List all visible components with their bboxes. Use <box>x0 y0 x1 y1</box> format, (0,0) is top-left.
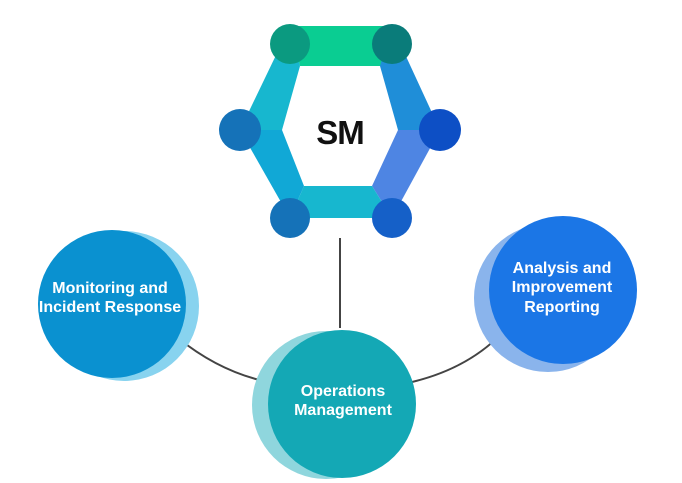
node-circle <box>489 216 637 364</box>
hexagon-joint <box>372 198 412 238</box>
hexagon-joint <box>219 109 261 151</box>
node-monitoring <box>38 230 199 381</box>
hexagon-joint <box>419 109 461 151</box>
hub-hexagon <box>219 24 461 238</box>
hexagon-joint <box>372 24 412 64</box>
hexagon-joint <box>270 24 310 64</box>
hexagon-segment-top <box>290 26 392 66</box>
node-operations <box>252 330 416 479</box>
hexagon-segment-bottom-right <box>372 130 440 218</box>
hexagon-joint <box>270 198 310 238</box>
node-label-analysis: Analysis and Improvement Reporting <box>511 260 613 316</box>
node-analysis <box>474 216 637 372</box>
hexagon-segment-bottom-left <box>240 130 304 218</box>
hexagon-segment-bottom <box>290 186 392 218</box>
hub-label: SM <box>316 114 365 152</box>
node-circle <box>38 230 186 378</box>
connector-monitoring-operations <box>177 337 269 383</box>
node-label-monitoring: Monitoring and Incident Response <box>38 279 182 316</box>
node-label-operations: Operations Management <box>294 382 392 419</box>
node-circle <box>268 330 416 478</box>
